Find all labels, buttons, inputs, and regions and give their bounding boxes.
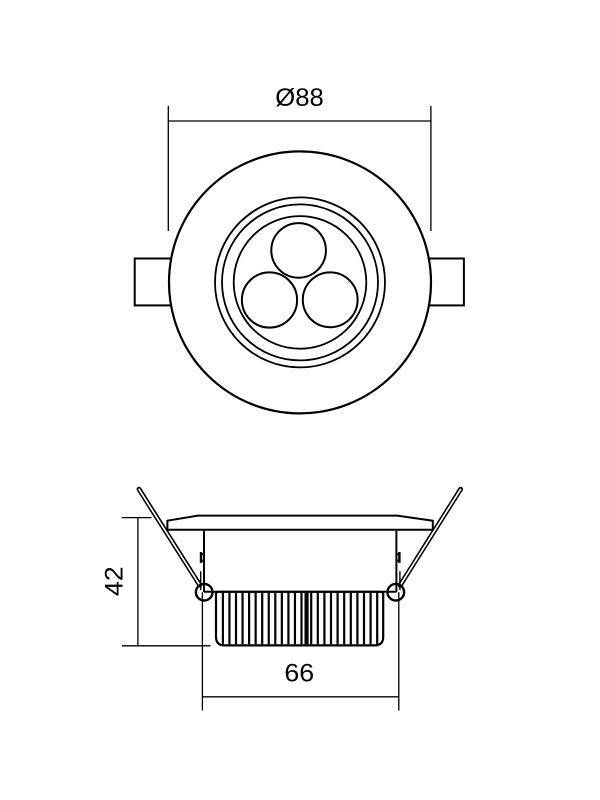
svg-text:66: 66 (284, 660, 314, 688)
svg-text:42: 42 (101, 566, 129, 596)
svg-text:Ø88: Ø88 (275, 84, 324, 112)
